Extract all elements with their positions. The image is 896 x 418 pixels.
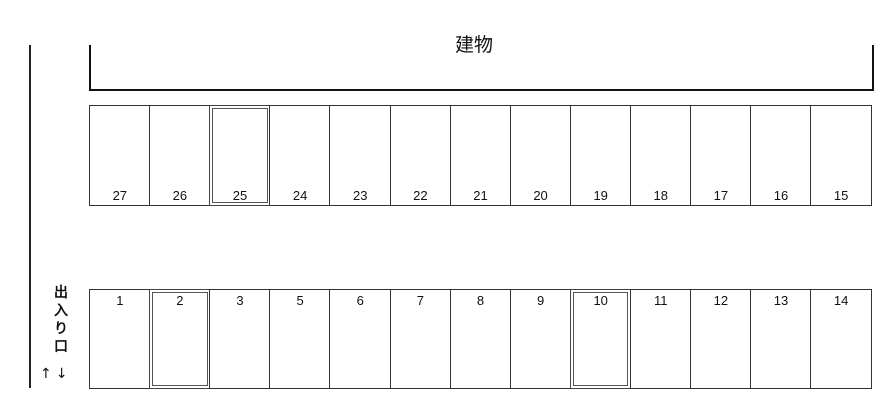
parking-slot-9[interactable]: 9 xyxy=(509,289,572,389)
slot-number: 10 xyxy=(593,293,608,308)
parking-slot-10[interactable]: 10 xyxy=(569,289,632,389)
parking-row-top: 27 26 25 24 23 22 21 20 19 18 17 16 15 xyxy=(89,105,872,206)
slot-number: 25 xyxy=(232,188,248,203)
parking-slot-25[interactable]: 25 xyxy=(209,105,271,206)
road-boundary-line xyxy=(29,45,31,388)
parking-slot-2[interactable]: 2 xyxy=(149,289,211,389)
slot-number: 20 xyxy=(533,188,548,203)
entrance-char: 出 xyxy=(54,285,68,301)
parking-slot-18[interactable]: 18 xyxy=(629,105,692,206)
slot-number: 8 xyxy=(476,293,485,308)
parking-slot-7[interactable]: 7 xyxy=(389,289,452,389)
entrance-char: り xyxy=(54,321,68,337)
slot-number: 22 xyxy=(413,188,428,203)
slot-number: 23 xyxy=(353,188,368,203)
slot-number: 27 xyxy=(112,188,128,203)
slot-number: 26 xyxy=(172,188,188,203)
parking-slot-6[interactable]: 6 xyxy=(329,289,392,389)
parking-slot-5[interactable]: 5 xyxy=(269,289,331,389)
slot-number: 2 xyxy=(176,293,184,308)
slot-number: 13 xyxy=(773,293,789,308)
parking-slot-8[interactable]: 8 xyxy=(449,289,512,389)
entrance-char: 口 xyxy=(54,339,68,355)
slot-number: 11 xyxy=(654,293,668,308)
parking-slot-22[interactable]: 22 xyxy=(389,105,452,206)
slot-number: 3 xyxy=(236,293,244,308)
slot-number: 15 xyxy=(833,188,849,203)
parking-slot-3[interactable]: 3 xyxy=(209,289,271,389)
parking-slot-19[interactable]: 19 xyxy=(569,105,632,206)
parking-slot-16[interactable]: 16 xyxy=(750,105,812,206)
slot-number: 16 xyxy=(773,188,789,203)
slot-number: 17 xyxy=(713,188,729,203)
slot-number: 6 xyxy=(356,293,364,308)
parking-slot-26[interactable]: 26 xyxy=(149,105,211,206)
slot-number: 19 xyxy=(593,188,608,203)
slot-number: 7 xyxy=(416,293,424,308)
parking-slot-17[interactable]: 17 xyxy=(690,105,752,206)
parking-slot-11[interactable]: 11 xyxy=(629,289,692,389)
slot-number: 9 xyxy=(536,293,545,308)
slot-number: 21 xyxy=(473,188,488,203)
slot-number: 24 xyxy=(292,188,308,203)
parking-slot-14[interactable]: 14 xyxy=(810,289,872,389)
parking-slot-24[interactable]: 24 xyxy=(269,105,331,206)
slot-number: 12 xyxy=(713,293,729,308)
building-outline xyxy=(89,45,874,91)
parking-slot-13[interactable]: 13 xyxy=(750,289,812,389)
parking-slot-27[interactable]: 27 xyxy=(89,105,151,206)
slot-number: 14 xyxy=(833,293,849,308)
slot-number: 18 xyxy=(653,188,669,203)
parking-slot-15[interactable]: 15 xyxy=(810,105,872,206)
building-label: 建物 xyxy=(455,34,494,56)
entrance-arrows-icon: ↑↓ xyxy=(40,366,72,382)
parking-slot-23[interactable]: 23 xyxy=(329,105,392,206)
parking-slot-21[interactable]: 21 xyxy=(449,105,512,206)
entrance-char: 入 xyxy=(54,303,68,319)
parking-slot-12[interactable]: 12 xyxy=(690,289,752,389)
slot-number: 1 xyxy=(116,293,124,308)
entrance-label: 出 入 り 口 xyxy=(50,284,72,356)
parking-slot-20[interactable]: 20 xyxy=(509,105,572,206)
parking-slot-1[interactable]: 1 xyxy=(89,289,151,389)
slot-number: 5 xyxy=(296,293,304,308)
